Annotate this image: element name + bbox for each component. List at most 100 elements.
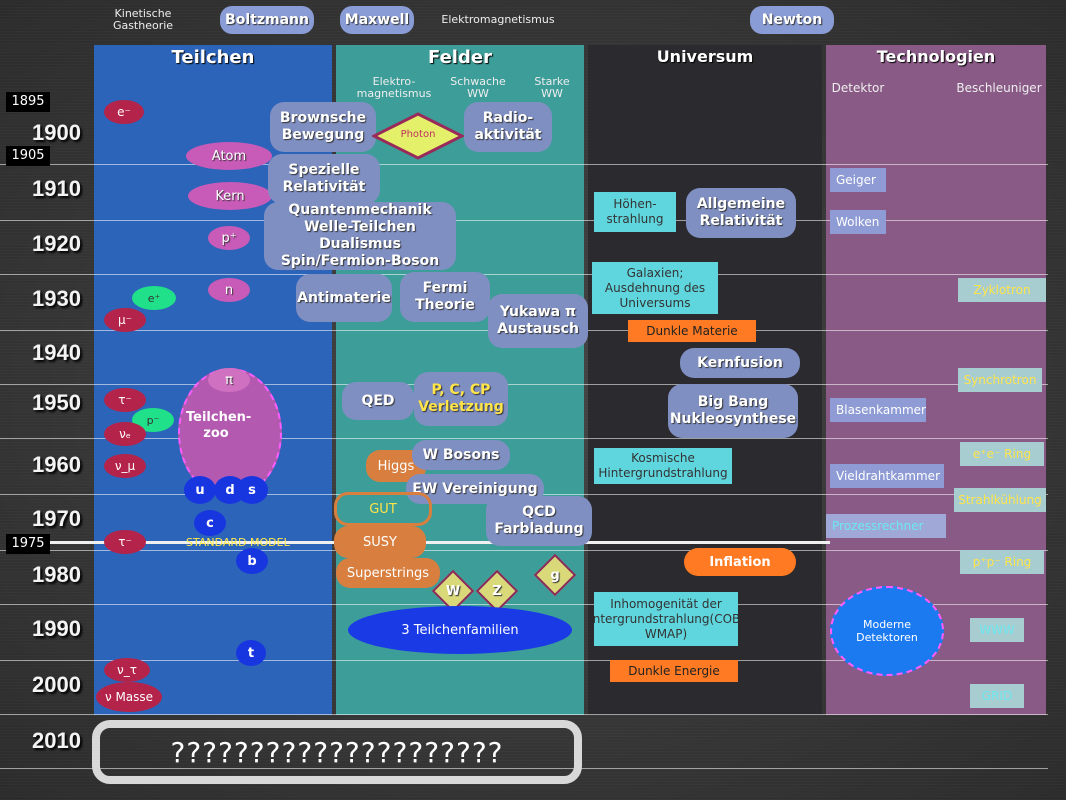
future-question-box[interactable]: ????????????????????? <box>92 720 582 784</box>
year-label: 1900 <box>32 120 81 145</box>
particle-kern[interactable]: Kern <box>188 182 272 210</box>
grid-line-1940 <box>0 384 1048 385</box>
year-label: 1980 <box>32 562 81 587</box>
particle-proton[interactable]: p⁺ <box>208 226 250 250</box>
qed-box[interactable]: QED <box>342 382 414 420</box>
detektor-subheader: Detektor <box>831 81 885 95</box>
yukawa-box[interactable]: Yukawa π Austausch <box>488 294 588 348</box>
galaxien-box[interactable]: Galaxien; Ausdehnung des Universums <box>592 262 718 314</box>
particle-nu-masse[interactable]: ν Masse <box>96 682 162 712</box>
particle-positron[interactable]: e⁺ <box>132 286 176 310</box>
kosmische-hintergrund-box[interactable]: Kosmische Hintergrundstrahlung <box>594 448 732 484</box>
grid-line-1900 <box>0 164 1048 165</box>
strahlkuehlung-box[interactable]: Strahlkühlung <box>954 488 1046 512</box>
particle-nu-mu[interactable]: ν_μ <box>104 454 146 478</box>
vieldrahtkammer-box[interactable]: Vieldrahtkammer <box>830 464 944 488</box>
hoehenstrahlung-box[interactable]: Höhen-strahlung <box>594 192 676 232</box>
wolken-box[interactable]: Wolken <box>830 210 886 234</box>
year-tag-1905: 1905 <box>6 146 50 166</box>
inhomogenitaet-box[interactable]: Inhomogenität der Hintergrundstrahlung(C… <box>594 592 738 646</box>
particle-tau-1[interactable]: τ⁻ <box>104 388 146 412</box>
antimaterie-box[interactable]: Antimaterie <box>296 274 392 322</box>
particle-pion[interactable]: π <box>208 368 250 392</box>
year-label: 1970 <box>32 506 81 531</box>
standard-model-label: STANDARD MODEL <box>186 536 290 549</box>
dunkle-materie-box[interactable]: Dunkle Materie <box>628 320 756 342</box>
z-boson-label: Z <box>492 583 502 599</box>
kernfusion-box[interactable]: Kernfusion <box>680 348 800 378</box>
year-label: 1990 <box>32 616 81 641</box>
superstrings-box[interactable]: Superstrings <box>336 558 440 588</box>
quark-s[interactable]: s <box>236 476 268 504</box>
newton-button[interactable]: Newton <box>750 6 834 34</box>
universum-title: Universum <box>656 47 754 66</box>
quark-u[interactable]: u <box>184 476 216 504</box>
grid-line-1980 <box>0 604 1048 605</box>
particle-nu-e[interactable]: νₑ <box>104 422 146 446</box>
grid-line-1950 <box>0 438 1048 439</box>
moderne-detektoren-circle[interactable]: Moderne Detektoren <box>830 586 944 676</box>
allgemeine-relativitaet-box[interactable]: Allgemeine Relativität <box>686 188 796 238</box>
beschleuniger-subheader: Beschleuniger <box>956 81 1042 95</box>
year-label: 1920 <box>32 231 81 256</box>
dunkle-energie-box[interactable]: Dunkle Energie <box>610 660 738 682</box>
quantenmechanik-box[interactable]: Quantenmechanik Welle-Teilchen Dualismus… <box>264 202 456 270</box>
year-label: 1960 <box>32 452 81 477</box>
timeline-1975-line <box>40 541 830 544</box>
pp-ring-box[interactable]: p⁺p⁻ Ring <box>960 550 1044 574</box>
year-label: 1930 <box>32 286 81 311</box>
boltzmann-button[interactable]: Boltzmann <box>220 6 314 34</box>
zyklotron-box[interactable]: Zyklotron <box>958 278 1046 302</box>
schwache-subheader: Schwache WW <box>450 75 506 101</box>
photon-diamond-shape <box>370 112 466 160</box>
qcd-farbladung-box[interactable]: QCD Farbladung <box>486 496 592 546</box>
quark-b[interactable]: b <box>236 548 268 574</box>
teilchenfamilien-ellipse[interactable]: 3 Teilchenfamilien <box>348 606 572 654</box>
gluon-label: g <box>550 567 560 583</box>
grid-box[interactable]: GRID <box>970 684 1024 708</box>
brownsche-bewegung-box[interactable]: Brownsche Bewegung <box>270 102 376 152</box>
particle-neutron[interactable]: n <box>208 278 250 302</box>
photon-diamond[interactable]: Photon <box>370 112 466 160</box>
year-label: 2010 <box>32 728 81 753</box>
photon-label: Photon <box>400 129 436 140</box>
particle-nu-tau[interactable]: ν_τ <box>104 658 150 682</box>
starke-subheader: Starke WW <box>534 75 570 101</box>
teilchenzoo-label: Teilchen-zoo <box>186 410 252 441</box>
radioaktivitaet-box[interactable]: Radio-aktivität <box>464 102 552 152</box>
particle-muon[interactable]: μ⁻ <box>104 308 146 332</box>
elektro-subheader: Elektro-magnetismus <box>356 75 432 101</box>
teilchen-title: Teilchen <box>171 47 255 68</box>
pccp-verletzung-box[interactable]: P, C, CP Verletzung <box>414 372 508 426</box>
quark-c[interactable]: c <box>194 510 226 536</box>
fermi-theorie-box[interactable]: Fermi Theorie <box>400 272 490 322</box>
year-label: 1950 <box>32 390 81 415</box>
gut-box[interactable]: GUT <box>334 492 432 526</box>
grid-line-2010 <box>0 768 1048 769</box>
year-label: 1910 <box>32 176 81 201</box>
spezielle-relativitaet-box[interactable]: Spezielle Relativität <box>268 154 380 204</box>
prozessrechner-box[interactable]: Prozessrechner <box>826 514 946 538</box>
inflation-box[interactable]: Inflation <box>684 548 796 576</box>
year-tag-1895: 1895 <box>6 92 50 112</box>
technologien-title: Technologien <box>876 47 996 66</box>
blasenkammer-box[interactable]: Blasenkammer <box>830 398 926 422</box>
synchrotron-box[interactable]: Synchrotron <box>958 368 1042 392</box>
grid-line-2000 <box>0 714 1048 715</box>
particle-electron[interactable]: e⁻ <box>104 100 144 124</box>
ee-ring-box[interactable]: e⁺e⁻ Ring <box>960 442 1044 466</box>
geiger-box[interactable]: Geiger <box>830 168 886 192</box>
w-bosons-box[interactable]: W Bosons <box>412 440 510 470</box>
quark-t[interactable]: t <box>236 640 266 666</box>
susy-box[interactable]: SUSY <box>334 526 426 558</box>
particle-atom[interactable]: Atom <box>186 142 272 170</box>
elektromagnetismus-label: Elektromagnetismus <box>441 13 555 26</box>
maxwell-button[interactable]: Maxwell <box>340 6 414 34</box>
grid-line-1910 <box>0 220 1048 221</box>
particle-tau-2[interactable]: τ⁻ <box>104 530 146 554</box>
grid-line-1920 <box>0 274 1048 275</box>
w-boson-label: W <box>445 583 461 599</box>
kinetische-gastheorie-label: Kinetische Gastheorie <box>112 7 174 33</box>
www-box[interactable]: WWW <box>970 618 1024 642</box>
bigbang-box[interactable]: Big Bang Nukleosynthese <box>668 384 798 438</box>
